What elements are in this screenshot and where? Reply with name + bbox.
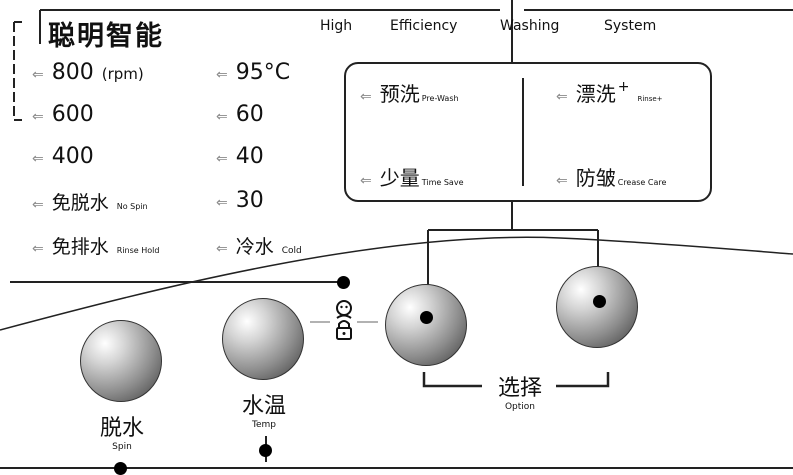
temp-option-40: ⇐ 40 (216, 144, 264, 169)
spin-knob-label-group: 脱水 Spin (82, 410, 162, 452)
tagline-high: High (320, 18, 353, 34)
spin-value: 免排水 (51, 236, 109, 258)
temp-knob-label: 水温 (241, 394, 286, 419)
panel-curve (0, 236, 793, 331)
temp-option-30: ⇐ 30 (216, 188, 264, 213)
arrow-indicator-icon: ⇐ (360, 173, 372, 189)
knob-indicator-dot (593, 295, 606, 308)
left-bracket (13, 21, 22, 121)
option-divider (522, 78, 524, 186)
spin-option-rinse-hold: ⇐ 免排水 Rinse Hold (32, 232, 159, 259)
temp-value: 冷水 (235, 236, 274, 258)
arrow-indicator-icon: ⇐ (32, 197, 44, 213)
arrow-indicator-icon: ⇐ (216, 195, 228, 211)
spin-knob-sub: Spin (112, 442, 132, 452)
spin-knob[interactable] (80, 320, 162, 402)
temp-value: 95 (235, 60, 264, 85)
arrow-indicator-icon: ⇐ (216, 109, 228, 125)
temp-pointer-dot (337, 276, 350, 289)
temp-unit: °C (263, 60, 291, 85)
spin-value: 800 (51, 60, 94, 85)
temp-bottom-dot (259, 444, 272, 457)
option-sup: + (617, 79, 630, 95)
option-bracket (422, 372, 610, 388)
arrow-indicator-icon: ⇐ (216, 241, 228, 257)
tagline-efficiency: Efficiency (390, 18, 458, 34)
option-rinse-plus: ⇐ 漂洗 + Rinse+ (556, 78, 663, 107)
temp-option-cold: ⇐ 冷水 Cold (216, 232, 302, 259)
brand-title: 聪明智能 (48, 21, 164, 52)
temp-knob[interactable] (222, 298, 304, 380)
tagline-washing: Washing (500, 18, 560, 34)
arrow-indicator-icon: ⇐ (216, 67, 228, 83)
spin-sub: No Spin (116, 202, 148, 211)
temp-option-60: ⇐ 60 (216, 102, 264, 127)
spin-option-800: ⇐ 800 (rpm) (32, 60, 144, 85)
arrow-indicator-icon: ⇐ (360, 89, 372, 105)
child-lock-icon (336, 300, 352, 340)
option-sub: Pre-Wash (421, 94, 459, 103)
temp-knob-sub: Temp (252, 420, 276, 430)
option-knob-2[interactable] (556, 266, 638, 348)
temp-value: 40 (235, 144, 264, 169)
spin-sub: Rinse Hold (116, 246, 160, 255)
arrow-indicator-icon: ⇐ (32, 151, 44, 167)
spin-unit: (rpm) (101, 65, 144, 83)
temp-knob-label-group: 水温 Temp (224, 388, 304, 430)
option-label: 预洗 (379, 82, 420, 106)
arrow-indicator-icon: ⇐ (556, 173, 568, 189)
spin-option-400: ⇐ 400 (32, 144, 94, 169)
spin-knob-label: 脱水 (99, 416, 144, 441)
spin-option-600: ⇐ 600 (32, 102, 94, 127)
temp-option-95: ⇐ 95 °C (216, 60, 290, 85)
option-label: 防皱 (575, 166, 616, 190)
option-sub: Crease Care (617, 178, 667, 187)
option-knob-1[interactable] (385, 284, 467, 366)
option-label: 漂洗 (575, 82, 616, 106)
option-knob-label: 选择 (497, 376, 542, 401)
option-prewash: ⇐ 预洗 Pre-Wash (360, 78, 459, 107)
knob-indicator-dot (420, 311, 433, 324)
option-sub: Rinse+ (637, 95, 663, 103)
option-label: 少量 (379, 166, 420, 190)
spin-value: 400 (51, 144, 94, 169)
option-crease-care: ⇐ 防皱 Crease Care (556, 162, 666, 191)
temp-value: 60 (235, 102, 264, 127)
option-knob-sub: Option (504, 402, 536, 412)
spin-value: 600 (51, 102, 94, 127)
arrow-indicator-icon: ⇐ (216, 151, 228, 167)
option-small-load: ⇐ 少量 Time Save (360, 162, 464, 191)
temp-sub: Cold (281, 246, 302, 256)
tagline-system: System (604, 18, 657, 34)
spin-bottom-dot (114, 462, 127, 475)
option-box (344, 62, 712, 202)
arrow-indicator-icon: ⇐ (32, 241, 44, 257)
arrow-indicator-icon: ⇐ (32, 109, 44, 125)
arrow-indicator-icon: ⇐ (556, 89, 568, 105)
option-sub: Time Save (421, 178, 464, 187)
arrow-indicator-icon: ⇐ (32, 67, 44, 83)
temp-value: 30 (235, 188, 264, 213)
spin-option-no-spin: ⇐ 免脱水 No Spin (32, 188, 148, 215)
spin-value: 免脱水 (51, 192, 109, 214)
option-knob-label-group: 选择 Option (480, 370, 560, 412)
